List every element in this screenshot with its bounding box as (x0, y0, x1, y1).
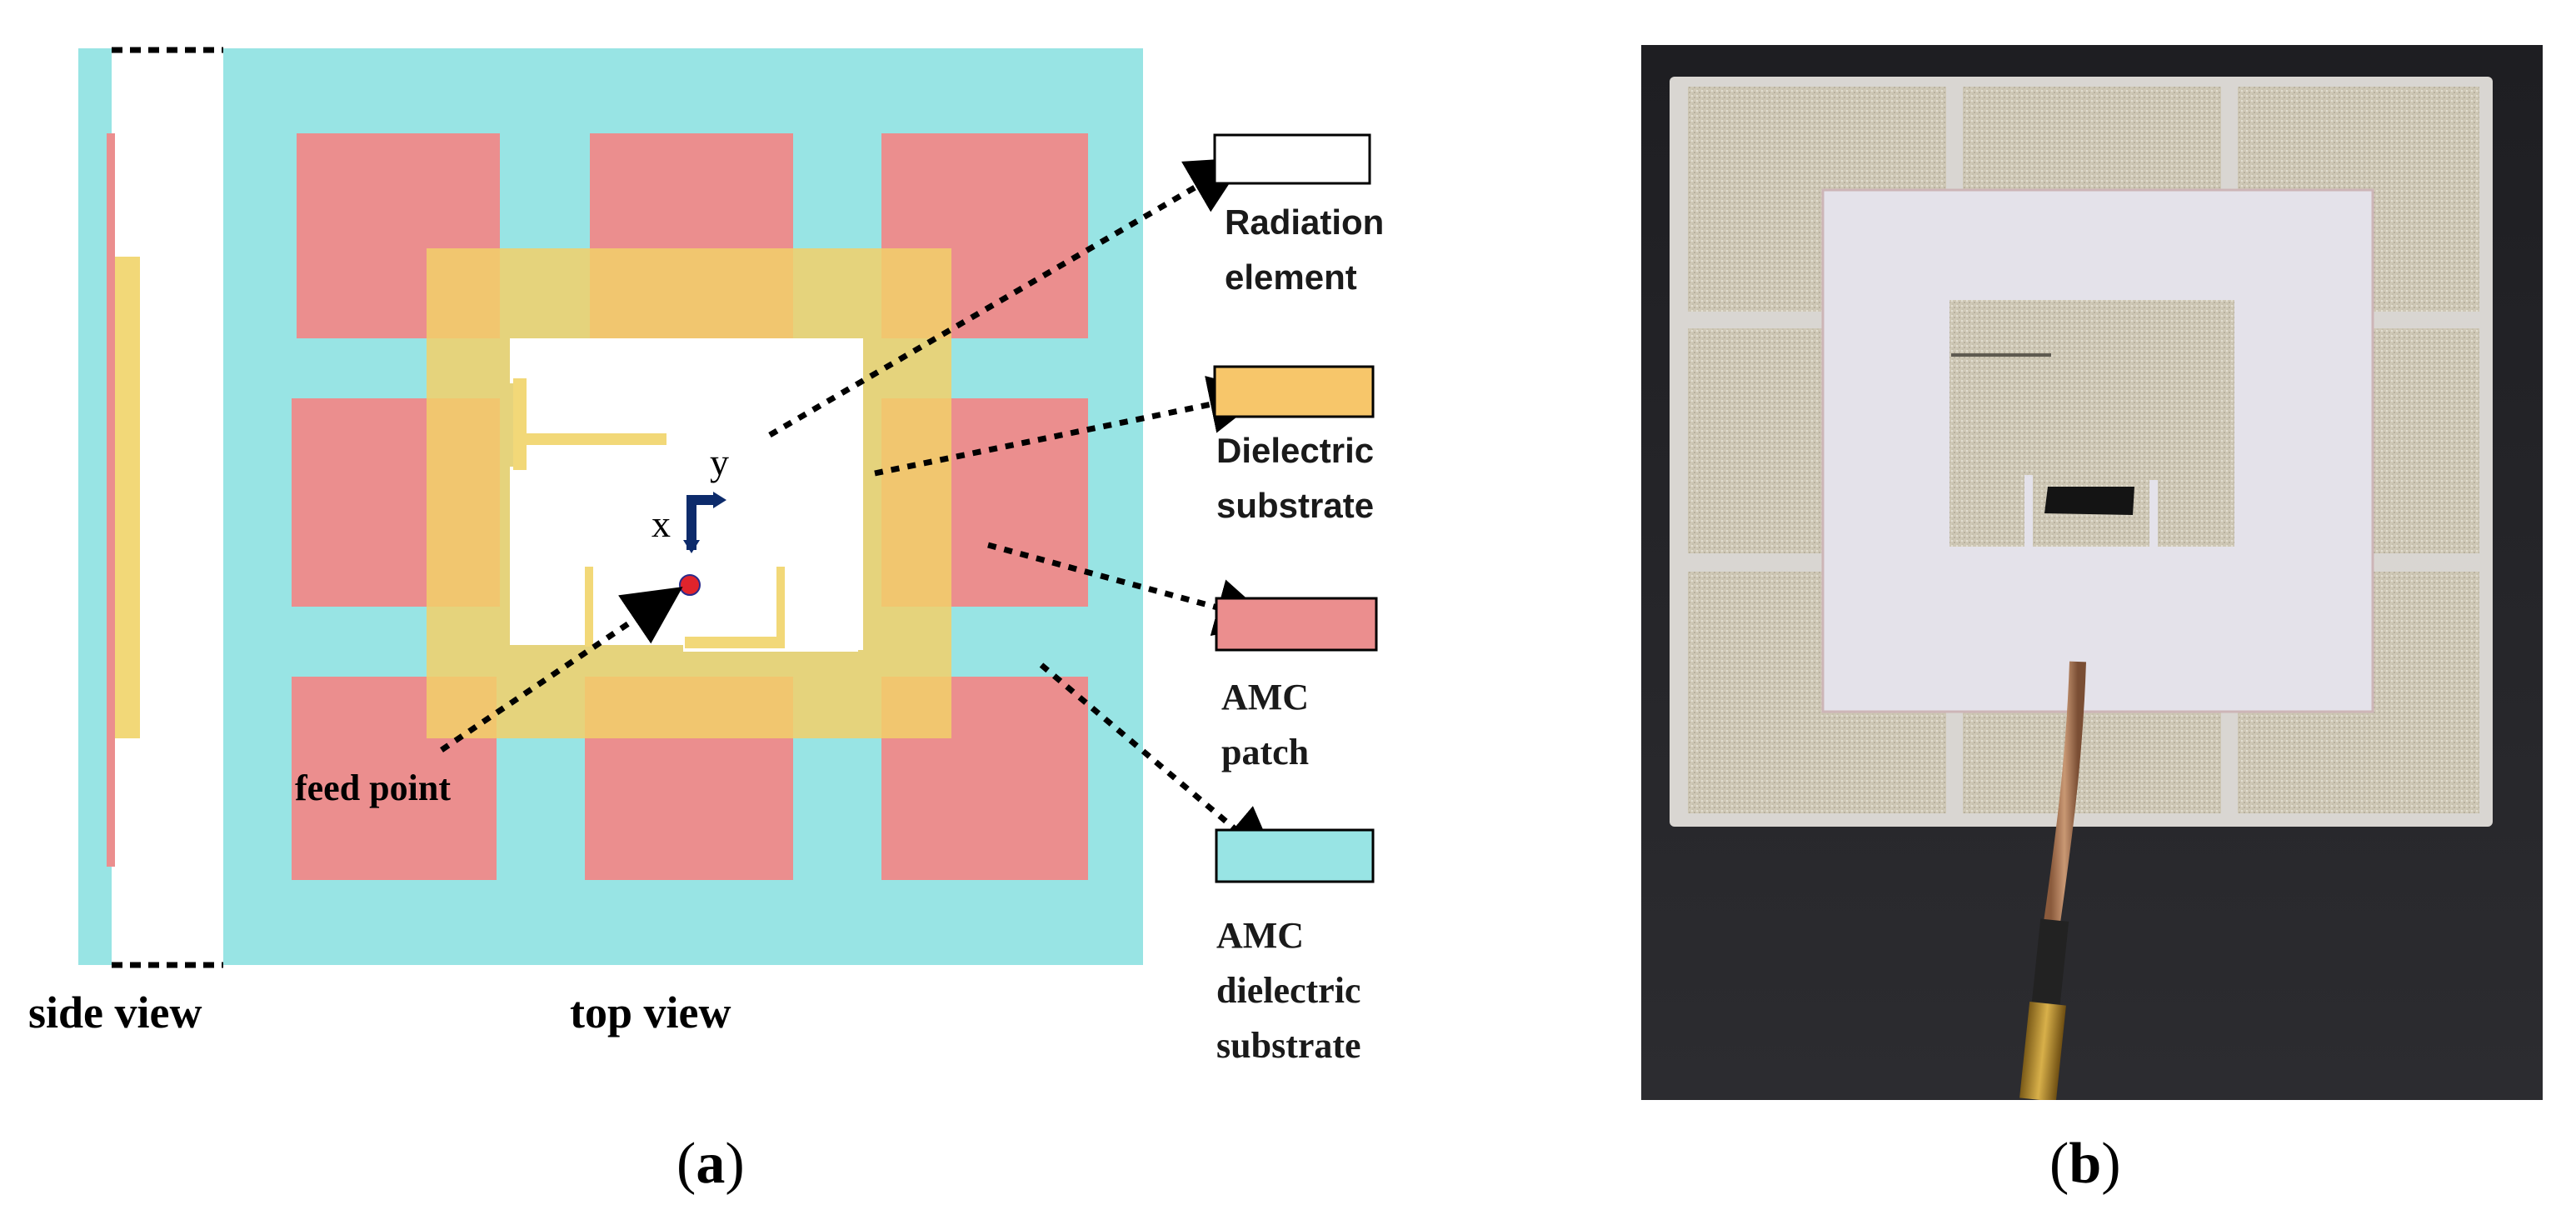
legend-line: substrate (1216, 486, 1375, 525)
leader-arrow-radiation (768, 157, 1247, 438)
panel-b-caption: (b) (2049, 1132, 2121, 1196)
legend-label-dielectric: Dielectric substrate (1216, 423, 1374, 533)
panel-a-caption: (a) (676, 1132, 745, 1196)
axis-x-label: x (651, 502, 671, 545)
legend-swatch-radiation (1213, 133, 1371, 185)
legend-line: AMC (1216, 915, 1305, 956)
legend-line: Dielectric (1216, 431, 1375, 470)
top-view-label: top view (570, 988, 731, 1038)
legend-line: substrate (1216, 1025, 1361, 1066)
axis-arrows-icon (686, 495, 715, 550)
side-dielectric (115, 257, 140, 738)
legend-label-radiation: Radiation element (1225, 195, 1384, 305)
feed-point-label: feed point (295, 768, 451, 808)
legend-line: dielectric (1216, 970, 1361, 1011)
photo-radiation-element (1949, 300, 2234, 547)
legend-label-amc-substrate: AMC dielectric substrate (1216, 908, 1361, 1073)
top-view (223, 48, 1143, 965)
side-amc-substrate (78, 48, 112, 965)
legend-line: patch (1221, 732, 1310, 772)
side-amc-patch (107, 133, 115, 867)
photo-sma-connector (2019, 1002, 2066, 1100)
photo-connector-sleeve (2031, 918, 2069, 1005)
radiator-slot (513, 378, 527, 470)
radiator-slot (776, 567, 785, 643)
antenna-diagram (78, 47, 1378, 968)
leader-arrow-dielectric (874, 375, 1268, 477)
legend-line: AMC (1221, 677, 1310, 718)
legend-line: Radiation (1225, 202, 1385, 242)
photo-feed-tab (2044, 487, 2134, 515)
legend-swatch-dielectric (1213, 365, 1375, 418)
photo-slot (1951, 353, 2051, 357)
axis-x-arrowhead-icon (683, 540, 700, 553)
radiator-slot (585, 567, 593, 647)
photo-coax-cable (2043, 661, 2086, 930)
feed-point-icon (679, 574, 701, 596)
radiator-slot (685, 637, 785, 648)
leader-arrow-feed (440, 587, 683, 752)
side-view (78, 47, 223, 968)
legend-label-amc-patch: AMC patch (1221, 670, 1309, 780)
radiator-slot (527, 433, 666, 445)
legend-line: element (1225, 258, 1357, 297)
legend-swatch-amc-patch (1215, 597, 1378, 652)
axis-y-label: y (710, 441, 729, 483)
axis-y-arrowhead-icon (713, 492, 726, 508)
antenna-photo (1641, 45, 2543, 1100)
legend-swatch-amc-substrate (1215, 828, 1375, 883)
side-view-label: side view (28, 988, 202, 1038)
